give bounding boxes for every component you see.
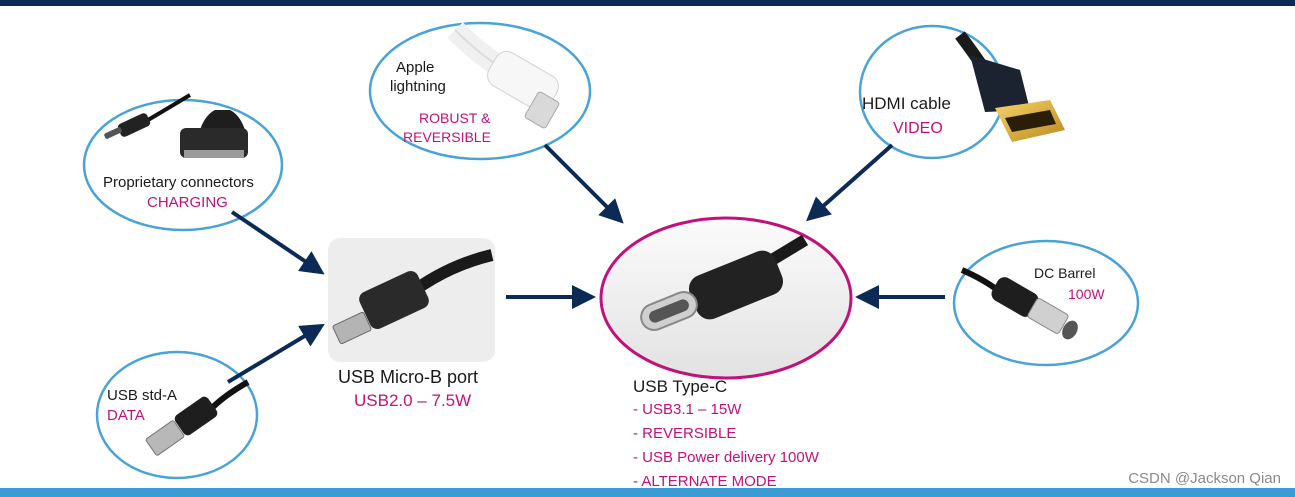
lightning-image — [447, 22, 560, 129]
usb-std-a-name: USB std-A — [107, 387, 178, 404]
lightning-name-line2: lightning — [390, 78, 446, 95]
arrow-usb-std-a — [226, 323, 325, 384]
lightning-feature-line1: ROBUST & — [419, 110, 491, 126]
dc-barrel-feature: 100W — [1068, 286, 1105, 302]
micro-b-name: USB Micro-B port — [338, 367, 479, 387]
micro-b-feature: USB2.0 – 7.5W — [354, 391, 472, 410]
dc-barrel-image — [960, 267, 1078, 340]
dc-barrel-name: DC Barrel — [1034, 265, 1096, 281]
lightning-feature-line2: REVERSIBLE — [403, 129, 491, 145]
type-c-feature-1: - USB3.1 – 15W — [633, 401, 742, 418]
type-c-feature-2: - REVERSIBLE — [633, 425, 737, 442]
proprietary-connector-image — [104, 93, 248, 158]
usb-std-a-feature: DATA — [107, 407, 145, 424]
arrow-lightning — [543, 143, 624, 224]
arrow-proprietary — [230, 210, 325, 275]
watermark: CSDN @Jackson Qian — [1128, 470, 1281, 487]
bottom-bar — [0, 488, 1295, 497]
type-c-feature-4: - ALTERNATE MODE — [633, 473, 777, 490]
arrow-hdmi — [806, 143, 894, 222]
hdmi-image — [955, 31, 1065, 142]
type-c-name: USB Type-C — [633, 377, 728, 396]
micro-b-image — [332, 249, 494, 345]
usb-std-a-image — [145, 379, 250, 456]
lightning-ellipse — [368, 21, 592, 161]
type-c-feature-3: - USB Power delivery 100W — [633, 449, 819, 466]
hdmi-feature: VIDEO — [893, 120, 943, 137]
proprietary-feature: CHARGING — [147, 194, 228, 211]
lightning-name-line1: Apple — [396, 59, 435, 76]
hdmi-name: HDMI cable — [862, 94, 951, 113]
top-bar — [0, 0, 1295, 6]
proprietary-name: Proprietary connectors — [103, 174, 254, 191]
type-c-image — [640, 234, 809, 331]
